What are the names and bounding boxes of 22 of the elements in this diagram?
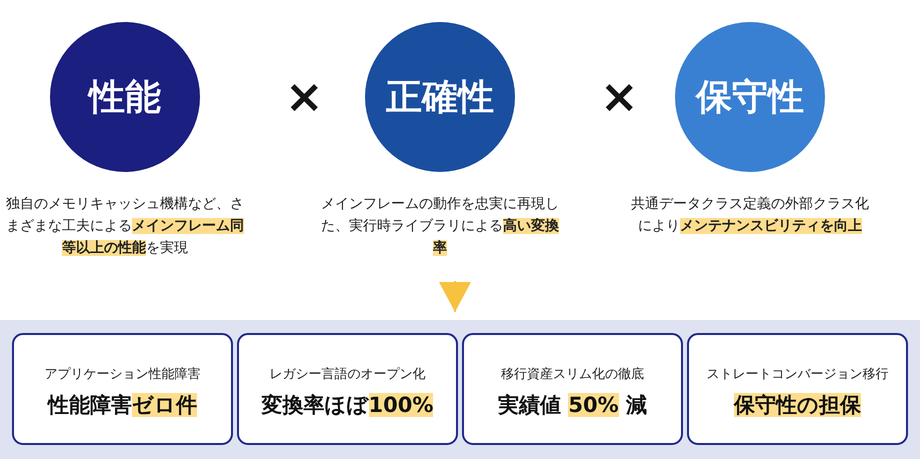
card-result: 実績値 50% 減 — [497, 392, 648, 419]
feature-description: メインフレームの動作を忠実に再現した、実行時ライブラリによる高い変換率 — [320, 195, 560, 258]
multiply-sign: × — [600, 73, 639, 119]
feature-circle: 性能 — [50, 22, 200, 172]
result-card — [12, 333, 233, 445]
panel-background — [0, 320, 920, 459]
card-heading: 移行資産スリム化の徹底 — [500, 366, 645, 383]
feature-circle: 正確性 — [365, 22, 515, 172]
feature-description: 独自のメモリキャッシュ機構など、さまざまな工夫によるメインフレーム同等以上の性能を実現 — [5, 195, 245, 258]
card-heading: レガシー言語のオープン化 — [268, 366, 426, 383]
result-card — [687, 333, 908, 445]
down-arrow — [439, 281, 471, 312]
result-card — [462, 333, 683, 445]
feature-description: 共通データクラス定義の外部クラス化によりメンテナンスビリティを向上 — [630, 195, 870, 236]
card-heading: アプリケーション性能障害 — [44, 366, 202, 383]
card-result: 性能障害ゼロ件 — [46, 392, 198, 419]
multiply-sign: × — [285, 73, 324, 119]
card-heading: ストレートコンバージョン移行 — [706, 366, 890, 383]
card-result: 保守性の担保 — [732, 392, 862, 419]
feature-circle: 保守性 — [675, 22, 825, 172]
result-card — [237, 333, 458, 445]
card-result: 変換率ほぼ100% — [260, 392, 434, 419]
